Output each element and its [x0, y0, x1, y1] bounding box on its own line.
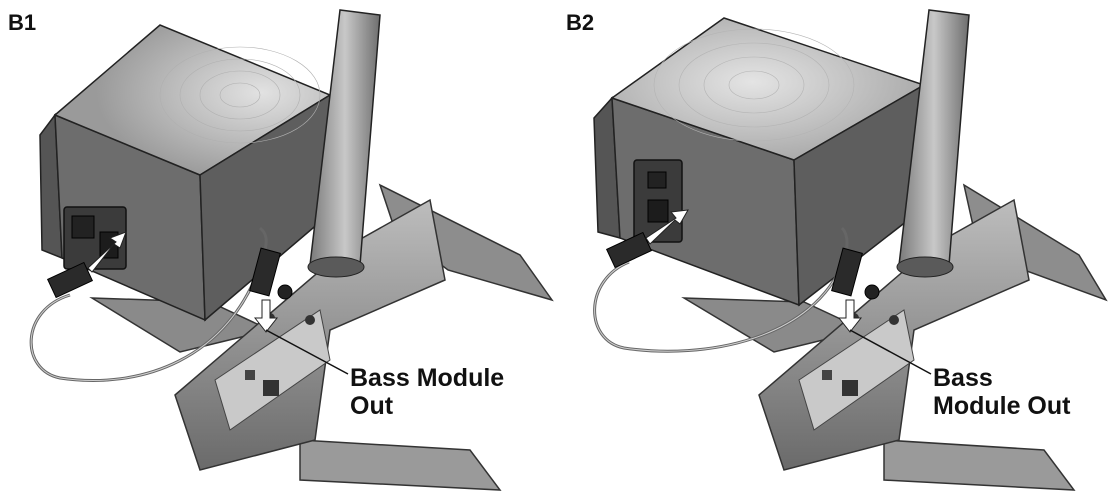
- illustration-b1: [29, 9, 554, 491]
- insert-arrow-left: [87, 231, 127, 273]
- callout-line-2: Out: [350, 392, 394, 420]
- cable-connector-left: [46, 261, 94, 299]
- cable-connector-right: [831, 247, 863, 297]
- insert-arrow-right: [253, 299, 279, 333]
- jack-port: [277, 284, 293, 300]
- panel-label-b2: B2: [566, 10, 595, 35]
- grille-rings: [653, 28, 855, 142]
- callout-line-1: Bass: [933, 364, 993, 392]
- stand-leg-front: [299, 439, 502, 491]
- callout-line-1: Bass Module: [350, 364, 505, 392]
- panel-b1: B1 Bass Module Out: [8, 9, 554, 491]
- panel-b2: B2 Bass Module Out: [554, 0, 1108, 501]
- base-connector-panel: [798, 309, 915, 431]
- illustration-b2: [593, 9, 1108, 491]
- callout-line-2: Module Out: [933, 392, 1071, 420]
- cable-connector-right: [249, 247, 281, 297]
- jack-port: [864, 284, 880, 300]
- callout-label-b2: Bass Module Out: [933, 364, 1070, 420]
- callout-label-b1: Bass Module Out: [350, 364, 504, 420]
- insert-arrow-right: [837, 299, 863, 333]
- panel-label-b1: B1: [8, 10, 37, 35]
- grille-rings: [159, 46, 321, 144]
- insert-arrow-left: [645, 209, 689, 245]
- callout-leader: [265, 329, 349, 375]
- cable-connector-left: [605, 231, 653, 269]
- stand-leg-front: [883, 439, 1076, 491]
- callout-leader: [849, 329, 932, 375]
- base-connector-panel: [214, 309, 331, 431]
